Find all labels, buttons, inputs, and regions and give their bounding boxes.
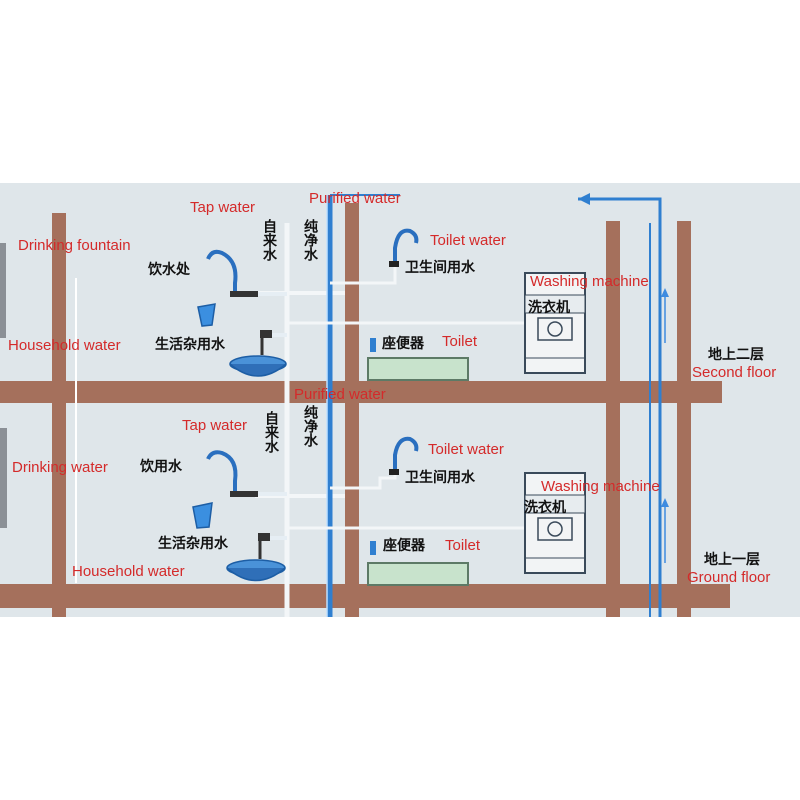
washer-body-1f bbox=[524, 472, 586, 574]
label-toilet-water-zh-1f: 卫生间用水 bbox=[405, 470, 475, 486]
label-toilet-zh-2f: 座便器 bbox=[382, 336, 424, 352]
label-purified-water-1f: Purified water bbox=[294, 386, 386, 403]
column-right-1 bbox=[606, 221, 620, 617]
label-drinking-en-1f: Drinking water bbox=[12, 459, 108, 476]
label-tap-water-1f: Tap water bbox=[182, 417, 248, 434]
drinking-faucet-1f bbox=[206, 450, 238, 495]
toilet-valve-2f bbox=[389, 261, 399, 267]
drinking-valve-2f bbox=[230, 291, 258, 297]
toilet-faucet-2f bbox=[393, 228, 419, 263]
washer-panel-2f bbox=[524, 294, 586, 314]
label-household-en-1f: Household water bbox=[72, 563, 185, 580]
label-floor-zh-2f: 地上二层 bbox=[708, 347, 764, 363]
label-drinking-zh-1f: 饮用水 bbox=[140, 459, 182, 475]
label-toilet-en-2f: Toilet bbox=[442, 333, 478, 350]
label-purified-water-zh-2f: 纯净水 bbox=[302, 219, 318, 261]
toilet-tag-1f bbox=[370, 541, 376, 555]
label-household-zh-1f: 生活杂用水 bbox=[158, 536, 228, 552]
label-purified-water-2f: Purified water bbox=[309, 190, 401, 207]
column-left bbox=[52, 213, 66, 617]
label-floor-zh-1f: 地上一层 bbox=[704, 552, 760, 568]
toilet-slab-2f bbox=[367, 357, 469, 381]
column-right-2 bbox=[677, 221, 691, 617]
label-toilet-water-zh-2f: 卫生间用水 bbox=[405, 260, 475, 276]
toilet-water-line-1f bbox=[330, 468, 397, 490]
toilet-slab-1f bbox=[367, 562, 469, 586]
floor-slab-ground bbox=[0, 584, 730, 608]
pipes-and-fixtures bbox=[0, 193, 669, 617]
drinking-valve-1f bbox=[230, 491, 258, 497]
label-tap-water-zh-1f: 自来水 bbox=[263, 411, 279, 453]
flow-arrowhead-1f bbox=[661, 498, 669, 507]
return-pipe-loop bbox=[578, 197, 662, 617]
household-valve-2f bbox=[260, 330, 272, 338]
toilet-valve-1f bbox=[389, 469, 399, 475]
label-floor-en-1f: Ground floor bbox=[687, 569, 771, 586]
basin-body-1f bbox=[226, 567, 286, 582]
label-toilet-water-en-2f: Toilet water bbox=[430, 232, 506, 249]
label-washing-en-1f: Washing machine bbox=[541, 478, 660, 495]
flow-arrowhead-2f bbox=[661, 288, 669, 297]
drinking-faucet-2f bbox=[206, 249, 238, 295]
water-supply-diagram: Tap water 自来水 Purified water 纯净水 Drinkin… bbox=[0, 183, 800, 617]
floor-slab-second bbox=[0, 381, 722, 403]
household-valve-1f bbox=[258, 533, 270, 541]
label-tap-water-zh-2f: 自来水 bbox=[261, 219, 277, 261]
cup-1f bbox=[192, 502, 213, 529]
label-household-zh-2f: 生活杂用水 bbox=[155, 337, 225, 353]
label-household-en-2f: Household water bbox=[8, 337, 121, 354]
washer-panel-1f bbox=[524, 494, 586, 514]
label-washing-en-2f: Washing machine bbox=[530, 273, 649, 290]
toilet-tag-2f bbox=[370, 338, 376, 352]
label-washing-zh-1f: 洗衣机 bbox=[524, 500, 566, 516]
washer-door-frame-2f bbox=[537, 317, 573, 341]
washer-door-frame-1f bbox=[537, 517, 573, 541]
label-toilet-water-en-1f: Toilet water bbox=[428, 441, 504, 458]
label-washing-zh-2f: 洗衣机 bbox=[528, 300, 570, 316]
left-wall-edge-lower bbox=[0, 428, 7, 528]
washer-door-1f bbox=[547, 521, 563, 537]
label-toilet-en-1f: Toilet bbox=[445, 537, 481, 554]
left-wall-edge-upper bbox=[0, 243, 6, 338]
basin-body-2f bbox=[229, 363, 287, 377]
cup-2f bbox=[197, 303, 216, 327]
label-purified-water-zh-1f: 纯净水 bbox=[302, 405, 318, 447]
column-mid bbox=[345, 203, 359, 617]
label-drinking-zh-2f: 饮水处 bbox=[148, 262, 190, 278]
label-tap-water-2f: Tap water bbox=[190, 199, 256, 216]
label-drinking-en-2f: Drinking fountain bbox=[18, 237, 131, 254]
label-toilet-zh-1f: 座便器 bbox=[383, 538, 425, 554]
washer-door-2f bbox=[547, 321, 563, 337]
washer-body-2f bbox=[524, 272, 586, 374]
toilet-water-line-2f bbox=[330, 263, 397, 285]
label-floor-en-2f: Second floor bbox=[692, 364, 777, 381]
toilet-faucet-1f bbox=[393, 436, 419, 473]
return-arrow-head bbox=[578, 193, 590, 205]
